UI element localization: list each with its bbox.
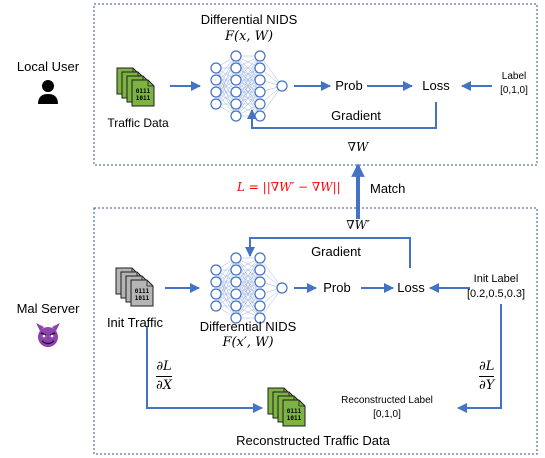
nn-node <box>230 86 242 98</box>
file-binary-text: 0111 <box>287 408 302 415</box>
server-nids-formula: F(x′, W) <box>222 335 274 350</box>
local-prob-label: Prob <box>335 78 363 93</box>
server-loss-label: Loss <box>397 280 425 295</box>
local-user-label: Local User <box>16 59 80 74</box>
traffic-data-label: Traffic Data <box>107 116 169 130</box>
grad-w-symbol: ∇W <box>347 140 369 154</box>
server-gradient-label: Gradient <box>311 244 361 259</box>
local-nids-title: Differential NIDS <box>200 12 298 27</box>
file-binary-text: 1011 <box>287 415 302 422</box>
mal-server-label: Mal Server <box>16 301 80 316</box>
dldy-denominator: ∂Y <box>479 377 495 393</box>
nn-node <box>254 276 266 288</box>
loss-equation: L = ||∇W′ − ∇W|| <box>237 180 341 194</box>
init-traffic-label: Init Traffic <box>106 315 164 330</box>
init-label-title: Init Label <box>473 273 519 285</box>
nn-node <box>230 62 242 74</box>
dldy-numerator: ∂L <box>479 359 495 374</box>
dl-dy-fraction: ∂L ∂Y <box>479 359 495 393</box>
nn-node <box>230 252 242 264</box>
server-nids-title: Differential NIDS <box>199 319 297 334</box>
nn-node <box>230 300 242 312</box>
init-label-value: [0.2,0.5,0.3] <box>466 288 526 300</box>
grad-w-prime-symbol: ∇W′ <box>344 218 372 232</box>
nn-node <box>230 98 242 110</box>
server-gradient-arrow <box>245 237 411 268</box>
local-arrows <box>170 81 492 129</box>
nn-node <box>210 62 222 74</box>
nn-node <box>254 252 266 264</box>
nn-node <box>210 276 222 288</box>
recon-label-title: Reconstructed Label <box>341 395 433 406</box>
dldx-update-arrow <box>146 326 263 413</box>
local-loss-label: Loss <box>422 78 450 93</box>
nn-node <box>230 312 242 324</box>
file-binary-text: 0111 <box>136 88 151 95</box>
label-title: Label <box>501 71 527 82</box>
user-silhouette-icon <box>38 80 58 104</box>
nn-node <box>210 300 222 312</box>
dldx-numerator: ∂L <box>156 359 172 374</box>
nn-node <box>254 312 266 324</box>
nn-node <box>276 282 288 294</box>
nn-node <box>210 98 222 110</box>
nn-node <box>210 288 222 300</box>
nn-node <box>254 74 266 86</box>
nn-node <box>276 80 288 92</box>
mal-server-box <box>93 207 538 455</box>
nn-node <box>254 50 266 62</box>
local-nids-formula: F(x, W) <box>224 29 274 44</box>
nn-node <box>230 276 242 288</box>
recon-label-value: [0,1,0] <box>373 409 401 420</box>
recon-traffic-label: Reconstructed Traffic Data <box>236 433 390 448</box>
dldx-denominator: ∂X <box>156 377 172 393</box>
local-gradient-arrow <box>247 102 437 129</box>
match-label: Match <box>370 181 406 196</box>
nn-node <box>210 264 222 276</box>
nn-edges <box>215 257 283 319</box>
nn-node <box>230 110 242 122</box>
nn-node <box>230 288 242 300</box>
file-binary-text: 0111 <box>135 288 150 295</box>
local-gradient-label: Gradient <box>331 108 381 123</box>
devil-face-icon <box>36 323 60 347</box>
server-arrows <box>146 237 502 413</box>
nn-node <box>230 74 242 86</box>
nn-edges <box>215 55 283 117</box>
nn-node <box>254 288 266 300</box>
nn-node <box>210 86 222 98</box>
nn-node <box>254 62 266 74</box>
nn-node <box>254 86 266 98</box>
dl-dx-fraction: ∂L ∂X <box>156 360 172 392</box>
dldy-update-arrow <box>457 304 502 413</box>
nn-node <box>254 110 266 122</box>
nn-node <box>254 98 266 110</box>
nn-node <box>210 74 222 86</box>
nn-node <box>254 264 266 276</box>
server-prob-label: Prob <box>323 280 351 295</box>
nn-node <box>230 264 242 276</box>
file-binary-text: 1011 <box>135 295 150 302</box>
nn-node <box>254 300 266 312</box>
nn-node <box>230 50 242 62</box>
label-value: [0,1,0] <box>500 85 528 96</box>
neural-network-icon <box>210 252 288 324</box>
local-user-box <box>93 3 538 166</box>
file-binary-text: 1011 <box>136 95 151 102</box>
neural-network-icon <box>210 50 288 122</box>
